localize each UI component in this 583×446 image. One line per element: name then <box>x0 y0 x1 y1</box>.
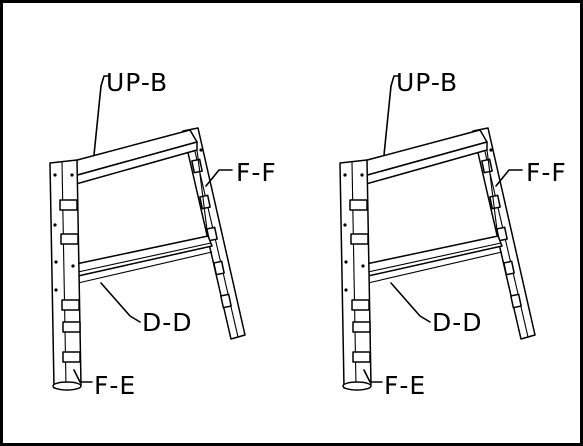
leader-lines <box>73 75 233 383</box>
rear-ladder-frame <box>472 127 536 340</box>
front-ladder-frame <box>339 159 372 391</box>
label-f-f: F-F <box>236 158 277 187</box>
lower-cross-panel <box>365 235 503 284</box>
ladder-assembly-left: UP-B F-F D-D F-E <box>49 68 277 400</box>
label-f-e: F-E <box>94 371 136 400</box>
front-ladder-frame <box>49 159 82 391</box>
label-d-d: D-D <box>432 308 483 337</box>
label-up-b: UP-B <box>396 68 458 97</box>
label-f-e: F-E <box>384 371 426 400</box>
ladder-assembly-right: UP-B F-F D-D F-E <box>339 68 567 400</box>
rear-ladder-frame <box>182 127 246 340</box>
label-up-b: UP-B <box>106 68 168 97</box>
label-f-f: F-F <box>526 158 567 187</box>
leader-lines <box>363 75 523 383</box>
label-d-d: D-D <box>142 308 193 337</box>
